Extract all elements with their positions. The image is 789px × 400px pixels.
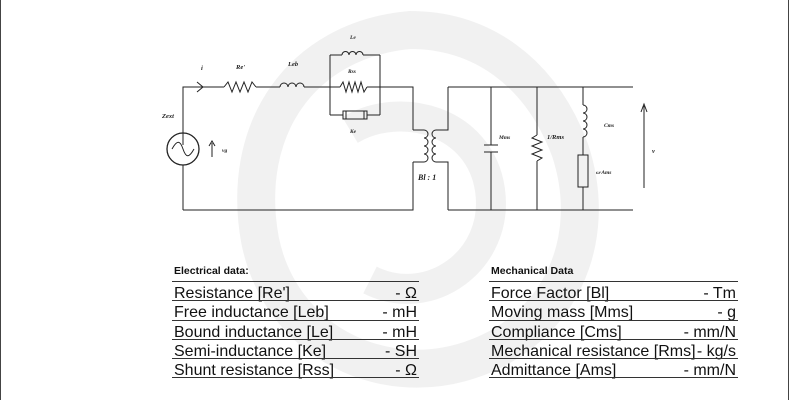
mechanical-row-label: Compliance [Cms] [491, 324, 622, 341]
electrical-row-value: - mH [382, 324, 417, 341]
velocity-label: v [652, 148, 655, 155]
ke-label: Ke [349, 129, 357, 135]
mms-label: Mms [498, 135, 510, 141]
electrical-row-label: Semi-inductance [Ke] [174, 343, 327, 360]
vg-label: vg [222, 148, 227, 154]
electrical-row-value: - Ω [395, 285, 417, 302]
mechanical-row-label: Moving mass [Mms] [491, 304, 634, 321]
table-row: Compliance [Cms] - mm/N [489, 320, 738, 341]
ams-label: ω·Ams [596, 170, 611, 176]
table-row: Semi-inductance [Ke] - SH [172, 339, 419, 360]
table-row: Mechanical resistance [Rms] - kg/s [489, 339, 738, 360]
table-row: Resistance [Re'] - Ω [172, 281, 419, 302]
table-row: Force Factor [Bl] - Tm [489, 281, 738, 302]
watermark-logo [237, 10, 599, 388]
electrical-row-value: - Ω [395, 362, 417, 379]
circuit-diagram: i Re' Leb Le Rss Ke Zext vg Bl : 1 Mms 1… [161, 35, 655, 211]
mechanical-row-value: - mm/N [683, 362, 736, 379]
mechanical-row-label: Admittance [Ams] [491, 362, 617, 379]
mechanical-row-value: - Tm [703, 285, 736, 302]
table-row: Admittance [Ams] - mm/N [489, 358, 738, 379]
re-label: Re' [235, 64, 245, 71]
mechanical-row-value: - mm/N [683, 324, 736, 341]
rms-label: 1/Rms [547, 134, 564, 141]
rss-label: Rss [347, 69, 356, 75]
electrical-row-value: - mH [382, 304, 417, 321]
electrical-row-label: Resistance [Re'] [174, 285, 290, 302]
le-label: Le [349, 35, 356, 41]
electrical-row-label: Bound inductance [Le] [174, 324, 334, 341]
transformer-ratio-label: Bl : 1 [417, 173, 436, 182]
mechanical-row-label: Force Factor [Bl] [491, 285, 610, 302]
leb-label: Leb [287, 61, 299, 68]
zext-label: Zext [161, 113, 174, 120]
table-row: Bound inductance [Le] - mH [172, 320, 419, 341]
mechanical-row-value: - kg/s [696, 343, 736, 360]
table-row: Shunt resistance [Rss] - Ω [172, 358, 419, 379]
mechanical-row-value: - g [717, 304, 736, 321]
mechanical-row-label: Mechanical resistance [Rms] [491, 343, 696, 360]
electrical-row-label: Shunt resistance [Rss] [174, 362, 335, 379]
electrical-row-label: Free inductance [Leb] [174, 304, 329, 321]
table-bottom-rule [489, 377, 738, 378]
table-row: Free inductance [Leb] - mH [172, 300, 419, 321]
electrical-row-value: - SH [385, 343, 417, 360]
table-bottom-rule [172, 377, 419, 378]
cms-label: Cms [604, 123, 614, 129]
mechanical-data-title: Mechanical Data [491, 265, 574, 277]
left-border [0, 0, 1, 400]
current-label: i [201, 65, 203, 72]
electrical-data-title: Electrical data: [174, 265, 249, 277]
table-row: Moving mass [Mms] - g [489, 300, 738, 321]
